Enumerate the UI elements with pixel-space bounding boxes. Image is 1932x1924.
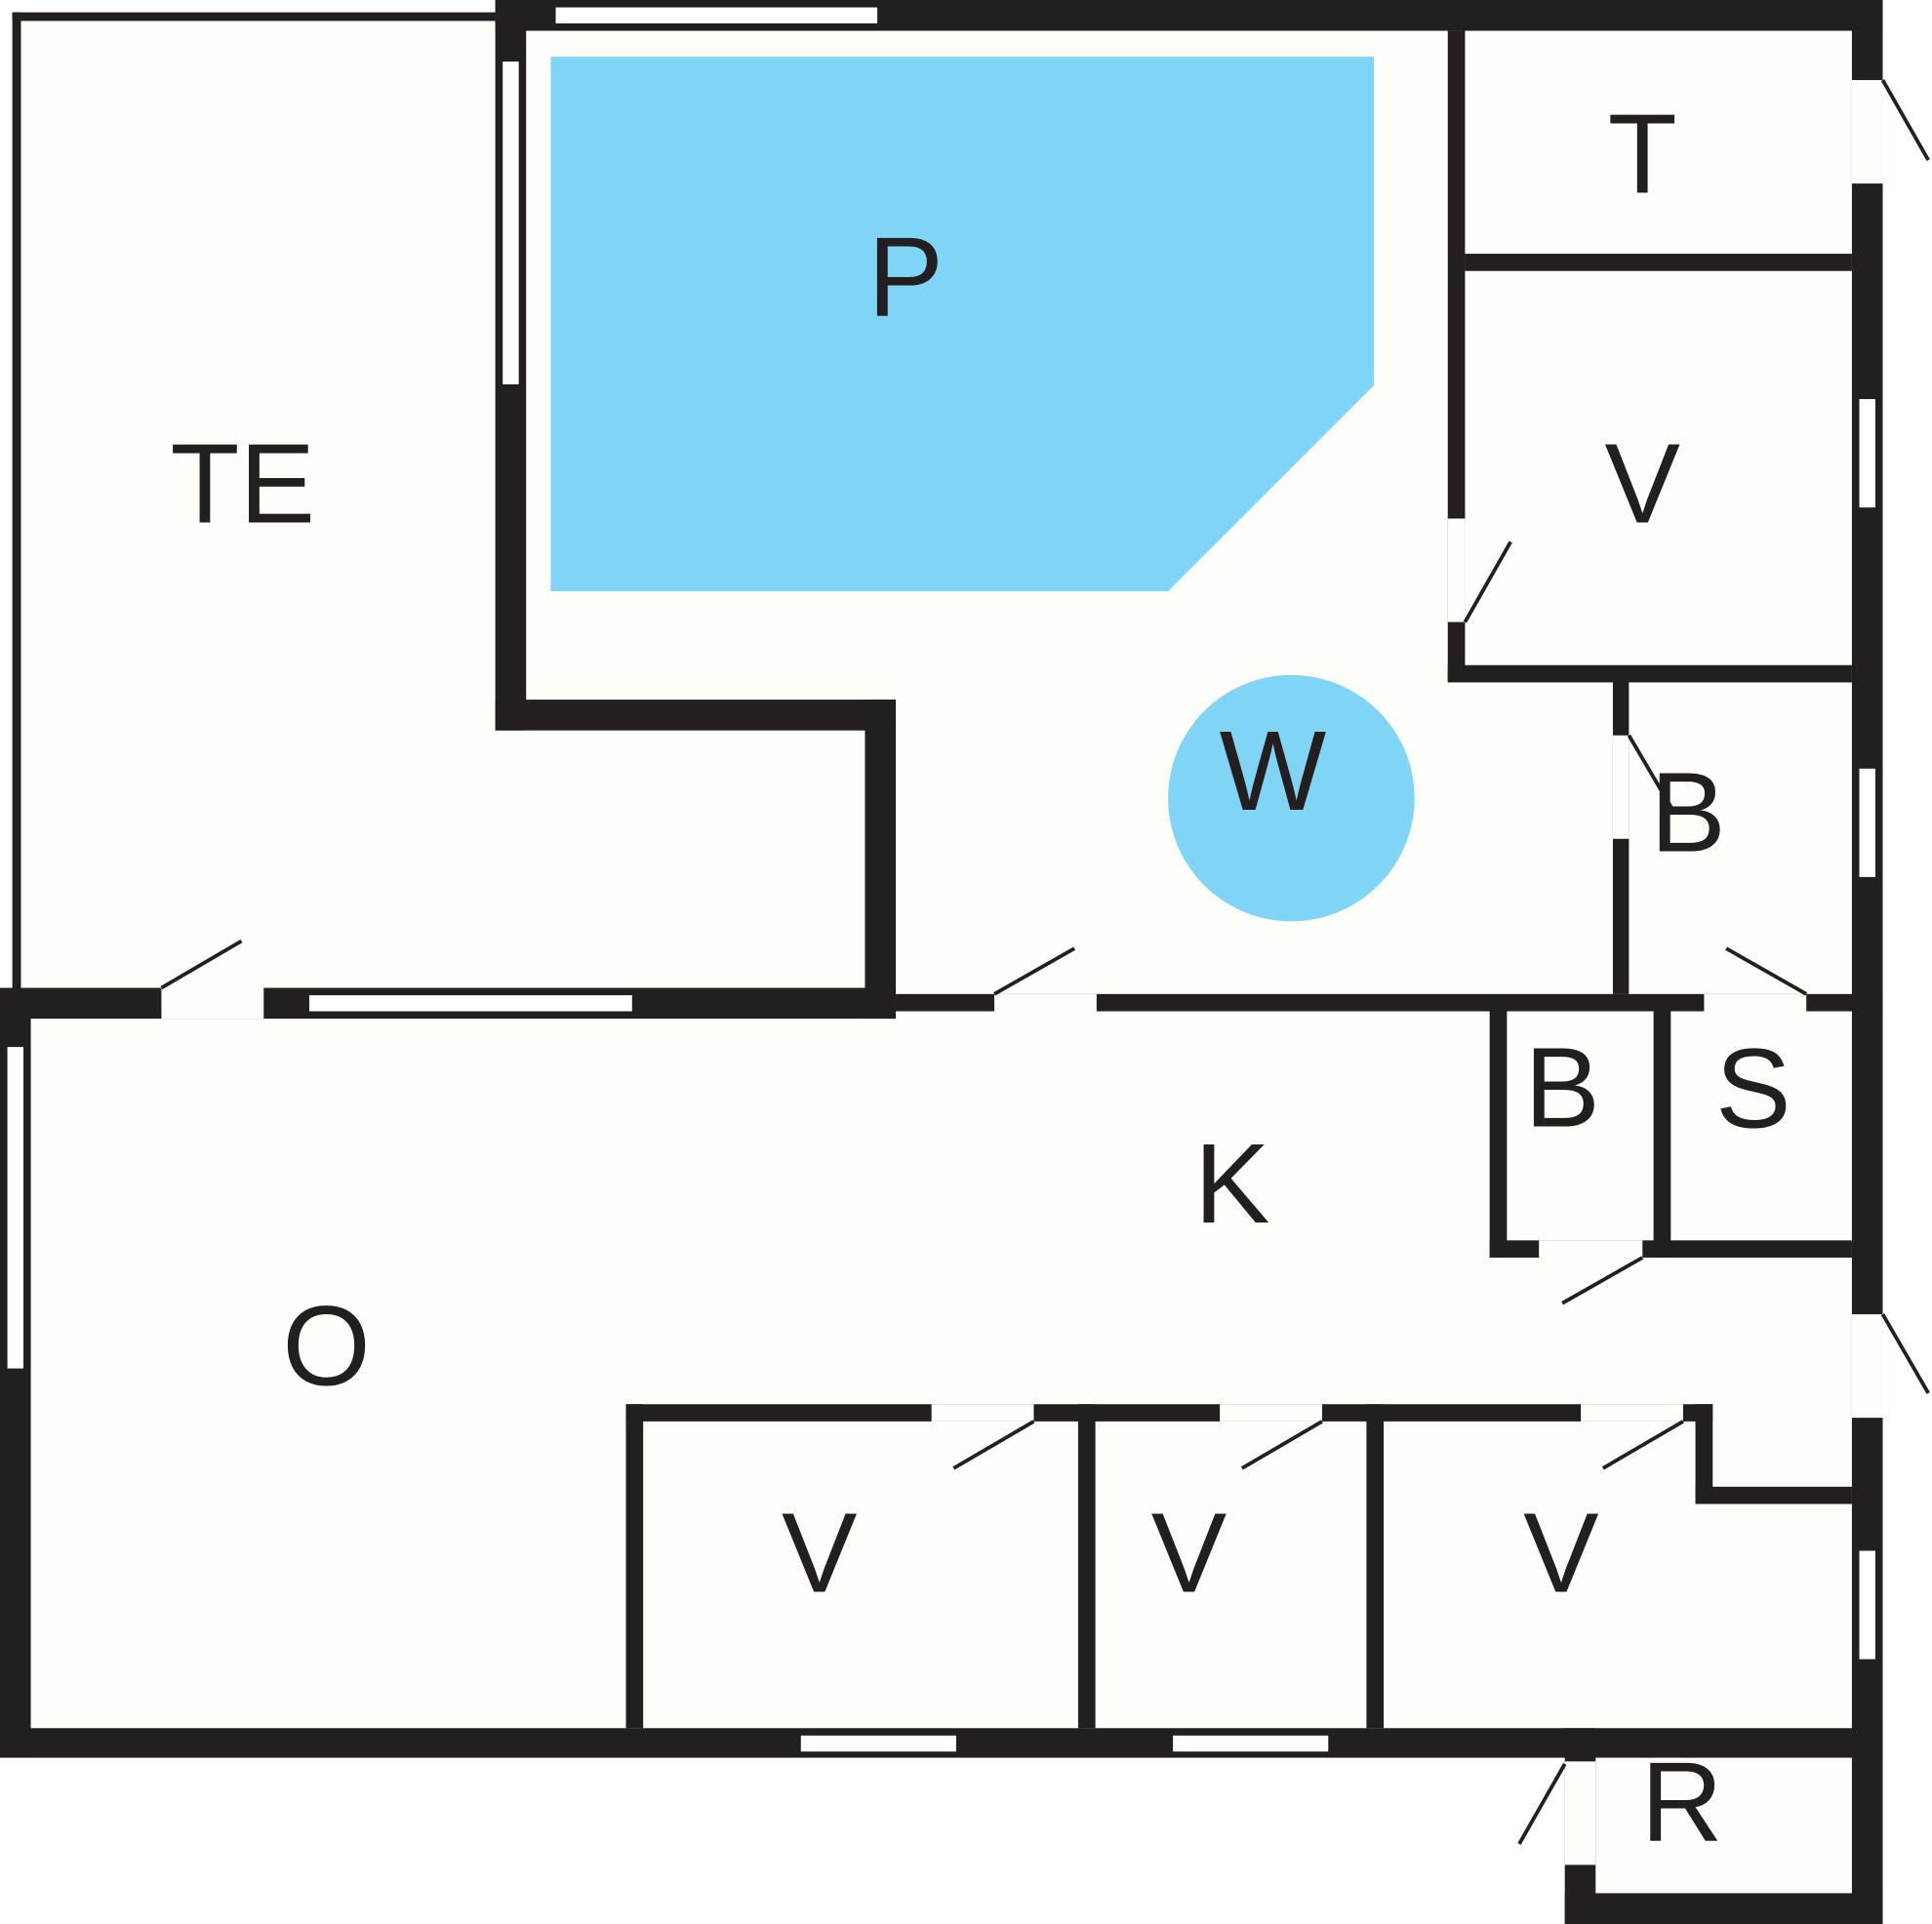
pool-shape bbox=[550, 57, 1374, 591]
room-label-terrace: TE bbox=[171, 421, 315, 547]
room-labels: TE P T V W B B S K O V V V R bbox=[171, 90, 1791, 1864]
windows bbox=[5, 5, 1878, 1754]
room-label-bedroom-top: V bbox=[1605, 421, 1680, 547]
room-label-storage: R bbox=[1641, 1739, 1723, 1865]
whirlpool-shape bbox=[1168, 674, 1415, 922]
room-label-living: O bbox=[282, 1282, 370, 1409]
room-label-pool: P bbox=[867, 214, 943, 341]
room-label-whirlpool: W bbox=[1220, 707, 1327, 834]
room-label-bath-right: B bbox=[1650, 749, 1725, 876]
room-label-bedroom-1: V bbox=[782, 1490, 857, 1617]
room-label-kitchen: K bbox=[1194, 1120, 1269, 1247]
doors bbox=[160, 79, 1930, 1865]
room-label-bedroom-3: V bbox=[1523, 1490, 1598, 1617]
room-label-bedroom-2: V bbox=[1151, 1490, 1227, 1617]
room-label-toilet: T bbox=[1608, 90, 1677, 217]
room-label-sauna: S bbox=[1715, 1025, 1791, 1152]
room-label-bath-small: B bbox=[1524, 1023, 1599, 1150]
